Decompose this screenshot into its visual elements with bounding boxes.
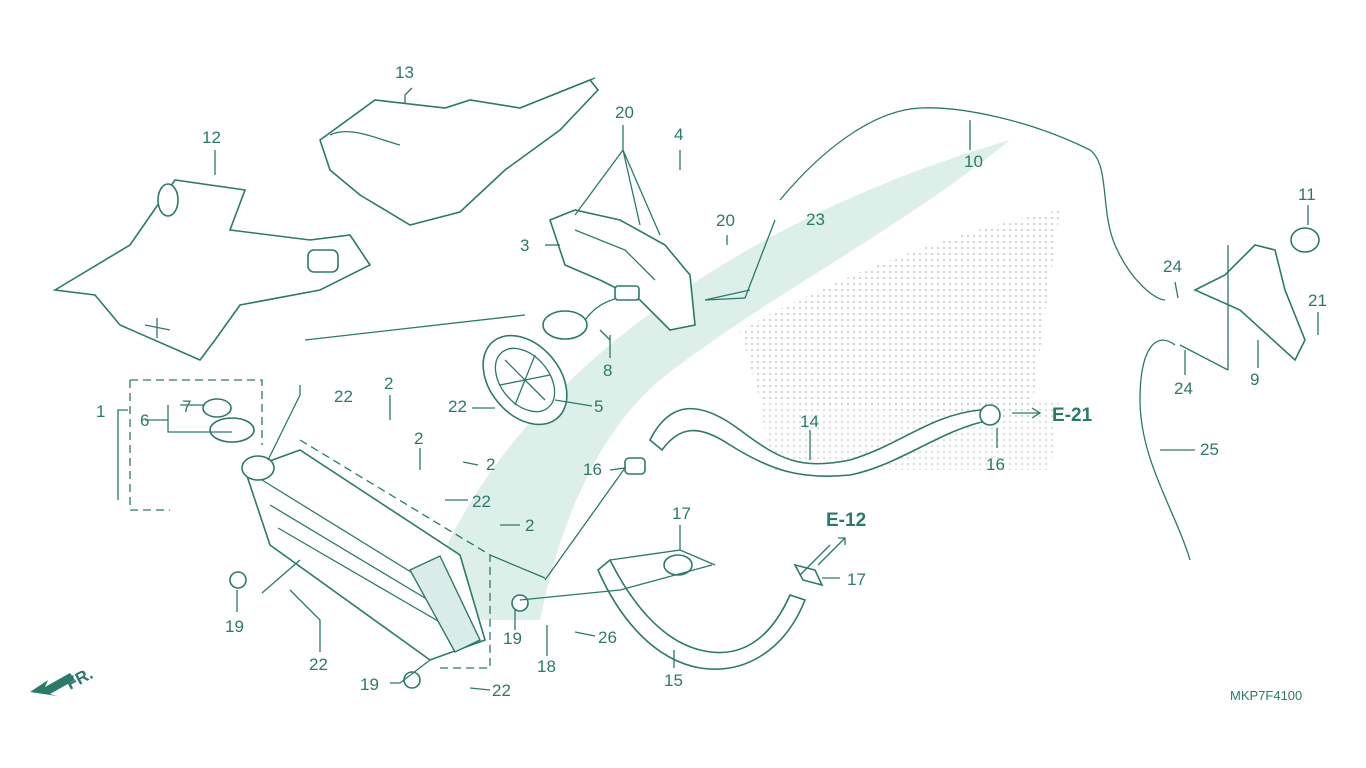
- label-24: 23: [806, 210, 825, 229]
- part-13-shield[interactable]: [319, 77, 600, 226]
- label-3: 3: [520, 236, 529, 255]
- label-6: 6: [140, 411, 149, 430]
- part-6-7-cap[interactable]: [202, 398, 255, 443]
- label-4: 4: [674, 125, 683, 144]
- label-22: 22: [492, 681, 511, 700]
- label-11: 11: [1298, 185, 1316, 204]
- label-25: 24: [1174, 379, 1193, 398]
- label-2: 2: [384, 374, 393, 393]
- label-26: 25: [1200, 440, 1219, 459]
- label-15: 15: [664, 671, 683, 690]
- ref-e12[interactable]: E-12: [826, 510, 866, 531]
- label-10: 10: [964, 152, 983, 171]
- part-19-grommet-a[interactable]: [511, 594, 529, 612]
- label-22: 22: [309, 655, 328, 674]
- part-14-hose[interactable]: [649, 407, 992, 478]
- ref-e21[interactable]: E-21: [1052, 405, 1093, 426]
- label-19: 19: [503, 629, 522, 648]
- label-27: 26: [598, 628, 617, 647]
- label-2: 2: [486, 455, 495, 474]
- label-13: 13: [395, 63, 414, 82]
- label-2: 2: [525, 516, 534, 535]
- diagram-code: MKP7F4100: [1230, 688, 1302, 703]
- label-17: 17: [672, 504, 691, 523]
- label-20: 20: [615, 103, 634, 122]
- part-17-clamp-right[interactable]: [793, 563, 824, 587]
- label-22: 22: [334, 387, 353, 406]
- label-5: 5: [594, 397, 603, 416]
- label-24: 24: [1163, 257, 1182, 276]
- label-12: 12: [202, 128, 221, 147]
- label-21: 21: [1308, 291, 1327, 310]
- part-3-fan-shroud[interactable]: [549, 209, 696, 331]
- radiator-group-frame: [129, 379, 491, 669]
- label-2: 2: [414, 429, 423, 448]
- label-8: 8: [603, 361, 612, 380]
- part-26-hose[interactable]: [1139, 339, 1191, 561]
- label-19: 19: [360, 675, 379, 694]
- part-labels: 1 2 2 2 2 3 4 5 6 7 8 9 10 11 12 13 14 1…: [96, 63, 1327, 700]
- label-18: 18: [537, 657, 556, 676]
- front-label: FR.: [63, 664, 96, 694]
- part-16-clamp-left[interactable]: [624, 457, 646, 475]
- label-17: 17: [847, 570, 866, 589]
- part-8-fan-motor[interactable]: [542, 285, 640, 341]
- part-9-reservoir[interactable]: [1193, 227, 1320, 362]
- front-arrow-icon: [30, 673, 75, 696]
- label-16: 16: [583, 460, 602, 479]
- part-15-hose[interactable]: [597, 558, 807, 670]
- part-12-plate[interactable]: [52, 179, 372, 361]
- label-16: 16: [986, 455, 1005, 474]
- part-17-clamp-left[interactable]: [663, 554, 693, 576]
- part-19-grommet-b[interactable]: [229, 571, 247, 589]
- part-1-radiator[interactable]: [241, 449, 486, 661]
- part-10-hose[interactable]: [779, 107, 1166, 301]
- label-7: 7: [182, 397, 191, 416]
- leader-lines: [117, 87, 1319, 691]
- e21-arrow: [1012, 407, 1042, 419]
- label-14: 14: [800, 412, 819, 431]
- label-23: 22: [448, 397, 467, 416]
- label-9: 9: [1250, 370, 1259, 389]
- label-1: 1: [96, 402, 105, 421]
- part-16-clamp-right[interactable]: [979, 404, 1001, 426]
- e12-arrow: [817, 537, 846, 566]
- label-20: 20: [716, 211, 735, 230]
- label-19: 19: [225, 617, 244, 636]
- part-5-fan[interactable]: [466, 319, 584, 441]
- label-22: 22: [472, 492, 491, 511]
